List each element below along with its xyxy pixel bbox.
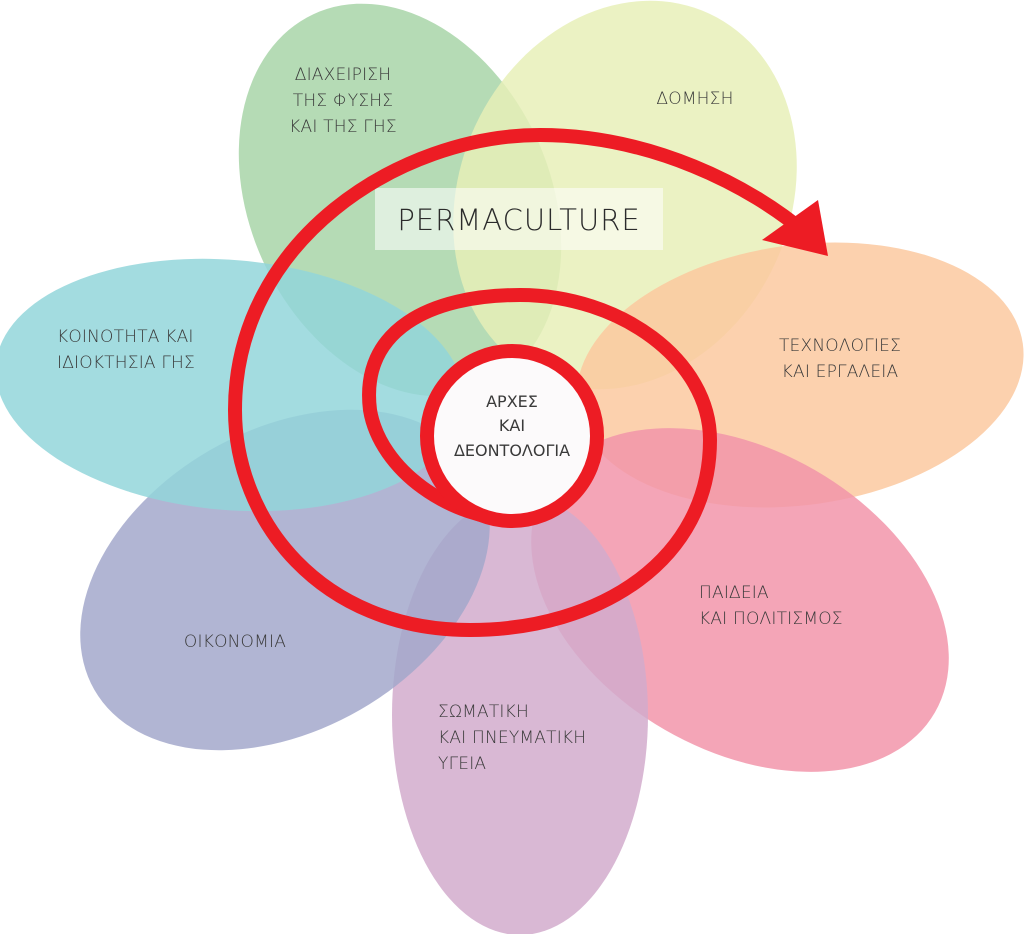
label-community-line-2: ΙΔΙΟΚΤΗΣΙΑ ΓΗΣ	[57, 353, 195, 373]
center-line-3: ΔΕΟΝΤΟΛΟΓΙΑ	[454, 441, 570, 460]
label-land-line-3: ΚΑΙ ΤΗΣ ΓΗΣ	[289, 117, 397, 137]
label-finance-line-1: ΟΙΚΟΝΟΜΙΑ	[184, 632, 286, 652]
label-tools-line-2: ΚΑΙ ΕΡΓΑΛΕΙΑ	[782, 362, 899, 382]
label-health-line-3: ΥΓΕΙΑ	[438, 754, 486, 774]
title-box	[375, 188, 663, 250]
label-built: ΔΟΜΗΣΗ	[656, 89, 733, 109]
arrowhead-icon	[762, 200, 828, 256]
label-culture: ΠΑΙΔΕΙΑ ΚΑΙ ΠΟΛΙΤΙΣΜΟΣ	[699, 583, 843, 629]
label-community-line-1: ΚΟΙΝΟΤΗΤΑ ΚΑΙ	[57, 327, 194, 347]
diagram-title: PERMACULTURE	[397, 203, 640, 237]
label-health: ΣΩΜΑΤΙΚΗ ΚΑΙ ΠΝΕΥΜΑΤΙΚΗ ΥΓΕΙΑ	[438, 702, 586, 774]
label-health-line-1: ΣΩΜΑΤΙΚΗ	[438, 702, 529, 722]
label-health-line-2: ΚΑΙ ΠΝΕΥΜΑΤΙΚΗ	[438, 728, 586, 748]
center-circle	[420, 344, 604, 528]
label-tools: ΤΕΧΝΟΛΟΓΙΕΣ ΚΑΙ ΕΡΓΑΛΕΙΑ	[779, 336, 901, 382]
center-line-2: ΚΑΙ	[499, 416, 525, 435]
label-culture-line-1: ΠΑΙΔΕΙΑ	[699, 583, 769, 603]
label-finance: ΟΙΚΟΝΟΜΙΑ	[184, 632, 286, 652]
label-land-line-2: ΤΗΣ ΦΥΣΗΣ	[293, 91, 393, 111]
spiral-line	[227, 127, 813, 638]
label-culture-line-2: ΚΑΙ ΠΟΛΙΤΙΣΜΟΣ	[699, 609, 843, 629]
label-land: ΔΙΑΧΕΙΡΙΣΗ ΤΗΣ ΦΥΣΗΣ ΚΑΙ ΤΗΣ ΓΗΣ	[289, 65, 397, 137]
spiral-arrow	[227, 127, 813, 638]
label-built-line-1: ΔΟΜΗΣΗ	[656, 89, 733, 109]
label-tools-line-1: ΤΕΧΝΟΛΟΓΙΕΣ	[779, 336, 901, 356]
center-line-1: ΑΡΧΕΣ	[486, 392, 538, 411]
label-land-line-1: ΔΙΑΧΕΙΡΙΣΗ	[295, 65, 391, 85]
label-community: ΚΟΙΝΟΤΗΤΑ ΚΑΙ ΙΔΙΟΚΤΗΣΙΑ ΓΗΣ	[57, 327, 195, 373]
